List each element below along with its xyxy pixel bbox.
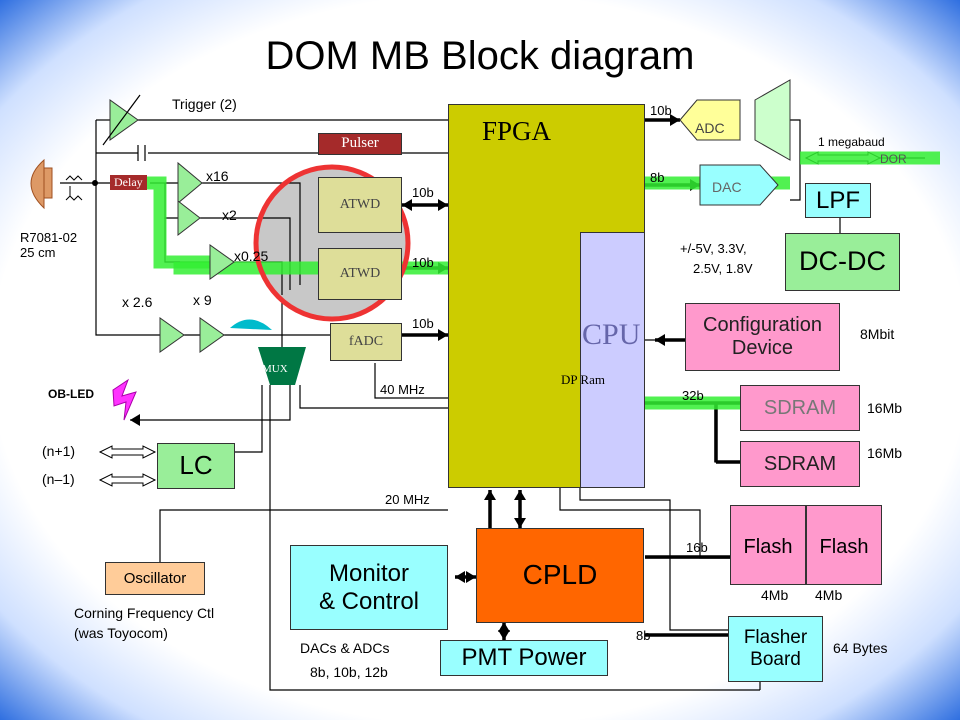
corning-label-1: Corning Frequency Ctl — [74, 605, 215, 621]
atwd2-bits-label: 10b — [412, 255, 434, 270]
voltages-label-1: +/-5V, 3.3V, — [680, 241, 747, 256]
dac-label: DAC — [712, 179, 742, 195]
adc-bits-label: 10b — [650, 103, 672, 118]
oscillator-block: Oscillator — [105, 562, 205, 595]
dp-ram-label-1: DP Ram — [561, 372, 605, 387]
config-device-block: Configuration Device — [685, 303, 840, 371]
flasher-board-block: Flasher Board — [728, 616, 823, 682]
atwd-block-1: ATWD — [318, 177, 402, 233]
flasher-bus-label: 8b — [636, 628, 651, 643]
sdram-block-2: SDRAM — [740, 441, 860, 487]
dac-shape — [699, 164, 779, 206]
ob-led-label: OB-LED — [48, 387, 94, 401]
config-label-1: Configuration — [703, 314, 822, 336]
lc-up-label: (n+1) — [42, 443, 76, 459]
gain-x16-label: x16 — [206, 168, 229, 184]
pulser-block: Pulser — [318, 133, 402, 155]
delay-label: Delay — [110, 175, 147, 190]
atwd-block-2: ATWD — [318, 248, 402, 300]
cpu-block — [580, 232, 645, 488]
lc-down-label: (n–1) — [42, 471, 75, 487]
lpf-block: LPF — [805, 183, 871, 218]
gain-x9-label: x 9 — [193, 292, 212, 308]
cpld-block: CPLD — [476, 528, 644, 623]
pmt-model-label: R7081-02 — [20, 230, 78, 245]
lc-block: LC — [157, 443, 235, 489]
atwd1-bits-label: 10b — [412, 185, 434, 200]
monitor-label-1: Monitor — [328, 559, 410, 587]
sdram2-size-label: 16Mb — [867, 445, 903, 461]
flash1-size-label: 4Mb — [761, 587, 789, 603]
corning-label-2: (was Toyocom) — [74, 625, 168, 641]
dacs-adcs-label-1: DACs & ADCs — [300, 640, 390, 656]
monitor-control-block: Monitor & Control — [290, 545, 448, 630]
dac-bits-label: 8b — [650, 170, 665, 185]
pmt-symbol — [30, 158, 98, 210]
flasher-size-label: 64 Bytes — [833, 640, 888, 656]
page-title: DOM MB Block diagram — [265, 34, 695, 78]
fadc-bits-label: 10b — [412, 316, 434, 331]
trigger-label: Trigger (2) — [172, 96, 237, 112]
mux-shape — [258, 347, 306, 385]
adc-label: ADC — [695, 120, 725, 136]
dacs-adcs-label-2: 8b, 10b, 12b — [310, 664, 388, 680]
sdram-bus-label: 32b — [682, 388, 704, 403]
flasher-label-1: Flasher — [743, 627, 808, 649]
flash-block-1: Flash — [730, 505, 806, 585]
fpga-label: FPGA — [482, 116, 552, 146]
atwd-highlight-ring — [253, 164, 411, 322]
dor-label: DOR — [880, 152, 907, 166]
gain-x2-label: x2 — [222, 207, 237, 223]
ob-led-bolt — [112, 378, 137, 421]
config-size-label: 8Mbit — [860, 326, 895, 342]
lens-shape — [230, 319, 272, 330]
cpu-label: CPU — [582, 318, 641, 351]
gain-x26-label: x 2.6 — [122, 294, 153, 310]
clock-20mhz-label: 20 MHz — [385, 492, 430, 507]
clock-40mhz-label: 40 MHz — [380, 382, 425, 397]
flasher-label-2: Board — [750, 649, 801, 670]
monitor-label-2: & Control — [318, 587, 420, 615]
voltages-label-2: 2.5V, 1.8V — [693, 261, 753, 276]
trigger-threshold-line — [102, 94, 141, 146]
flash-bus-label: 16b — [686, 540, 708, 555]
pmt-power-block: PMT Power — [440, 640, 608, 676]
pmt-size-label: 25 cm — [20, 245, 56, 260]
config-label-2: Device — [731, 337, 794, 359]
flash2-size-label: 4Mb — [815, 587, 843, 603]
sdram-block-1: SDRAM — [740, 385, 860, 431]
adc-shape — [679, 99, 741, 141]
flash-block-2: Flash — [806, 505, 882, 585]
dcdc-block: DC-DC — [785, 233, 900, 291]
mux-label: MUX — [262, 363, 288, 375]
fadc-block: fADC — [330, 323, 402, 361]
sdram1-size-label: 16Mb — [867, 400, 903, 416]
bus-arrowheads — [130, 114, 700, 640]
gain-x025-label: x0.25 — [234, 248, 269, 264]
megabaud-label: 1 megabaud — [818, 135, 885, 149]
